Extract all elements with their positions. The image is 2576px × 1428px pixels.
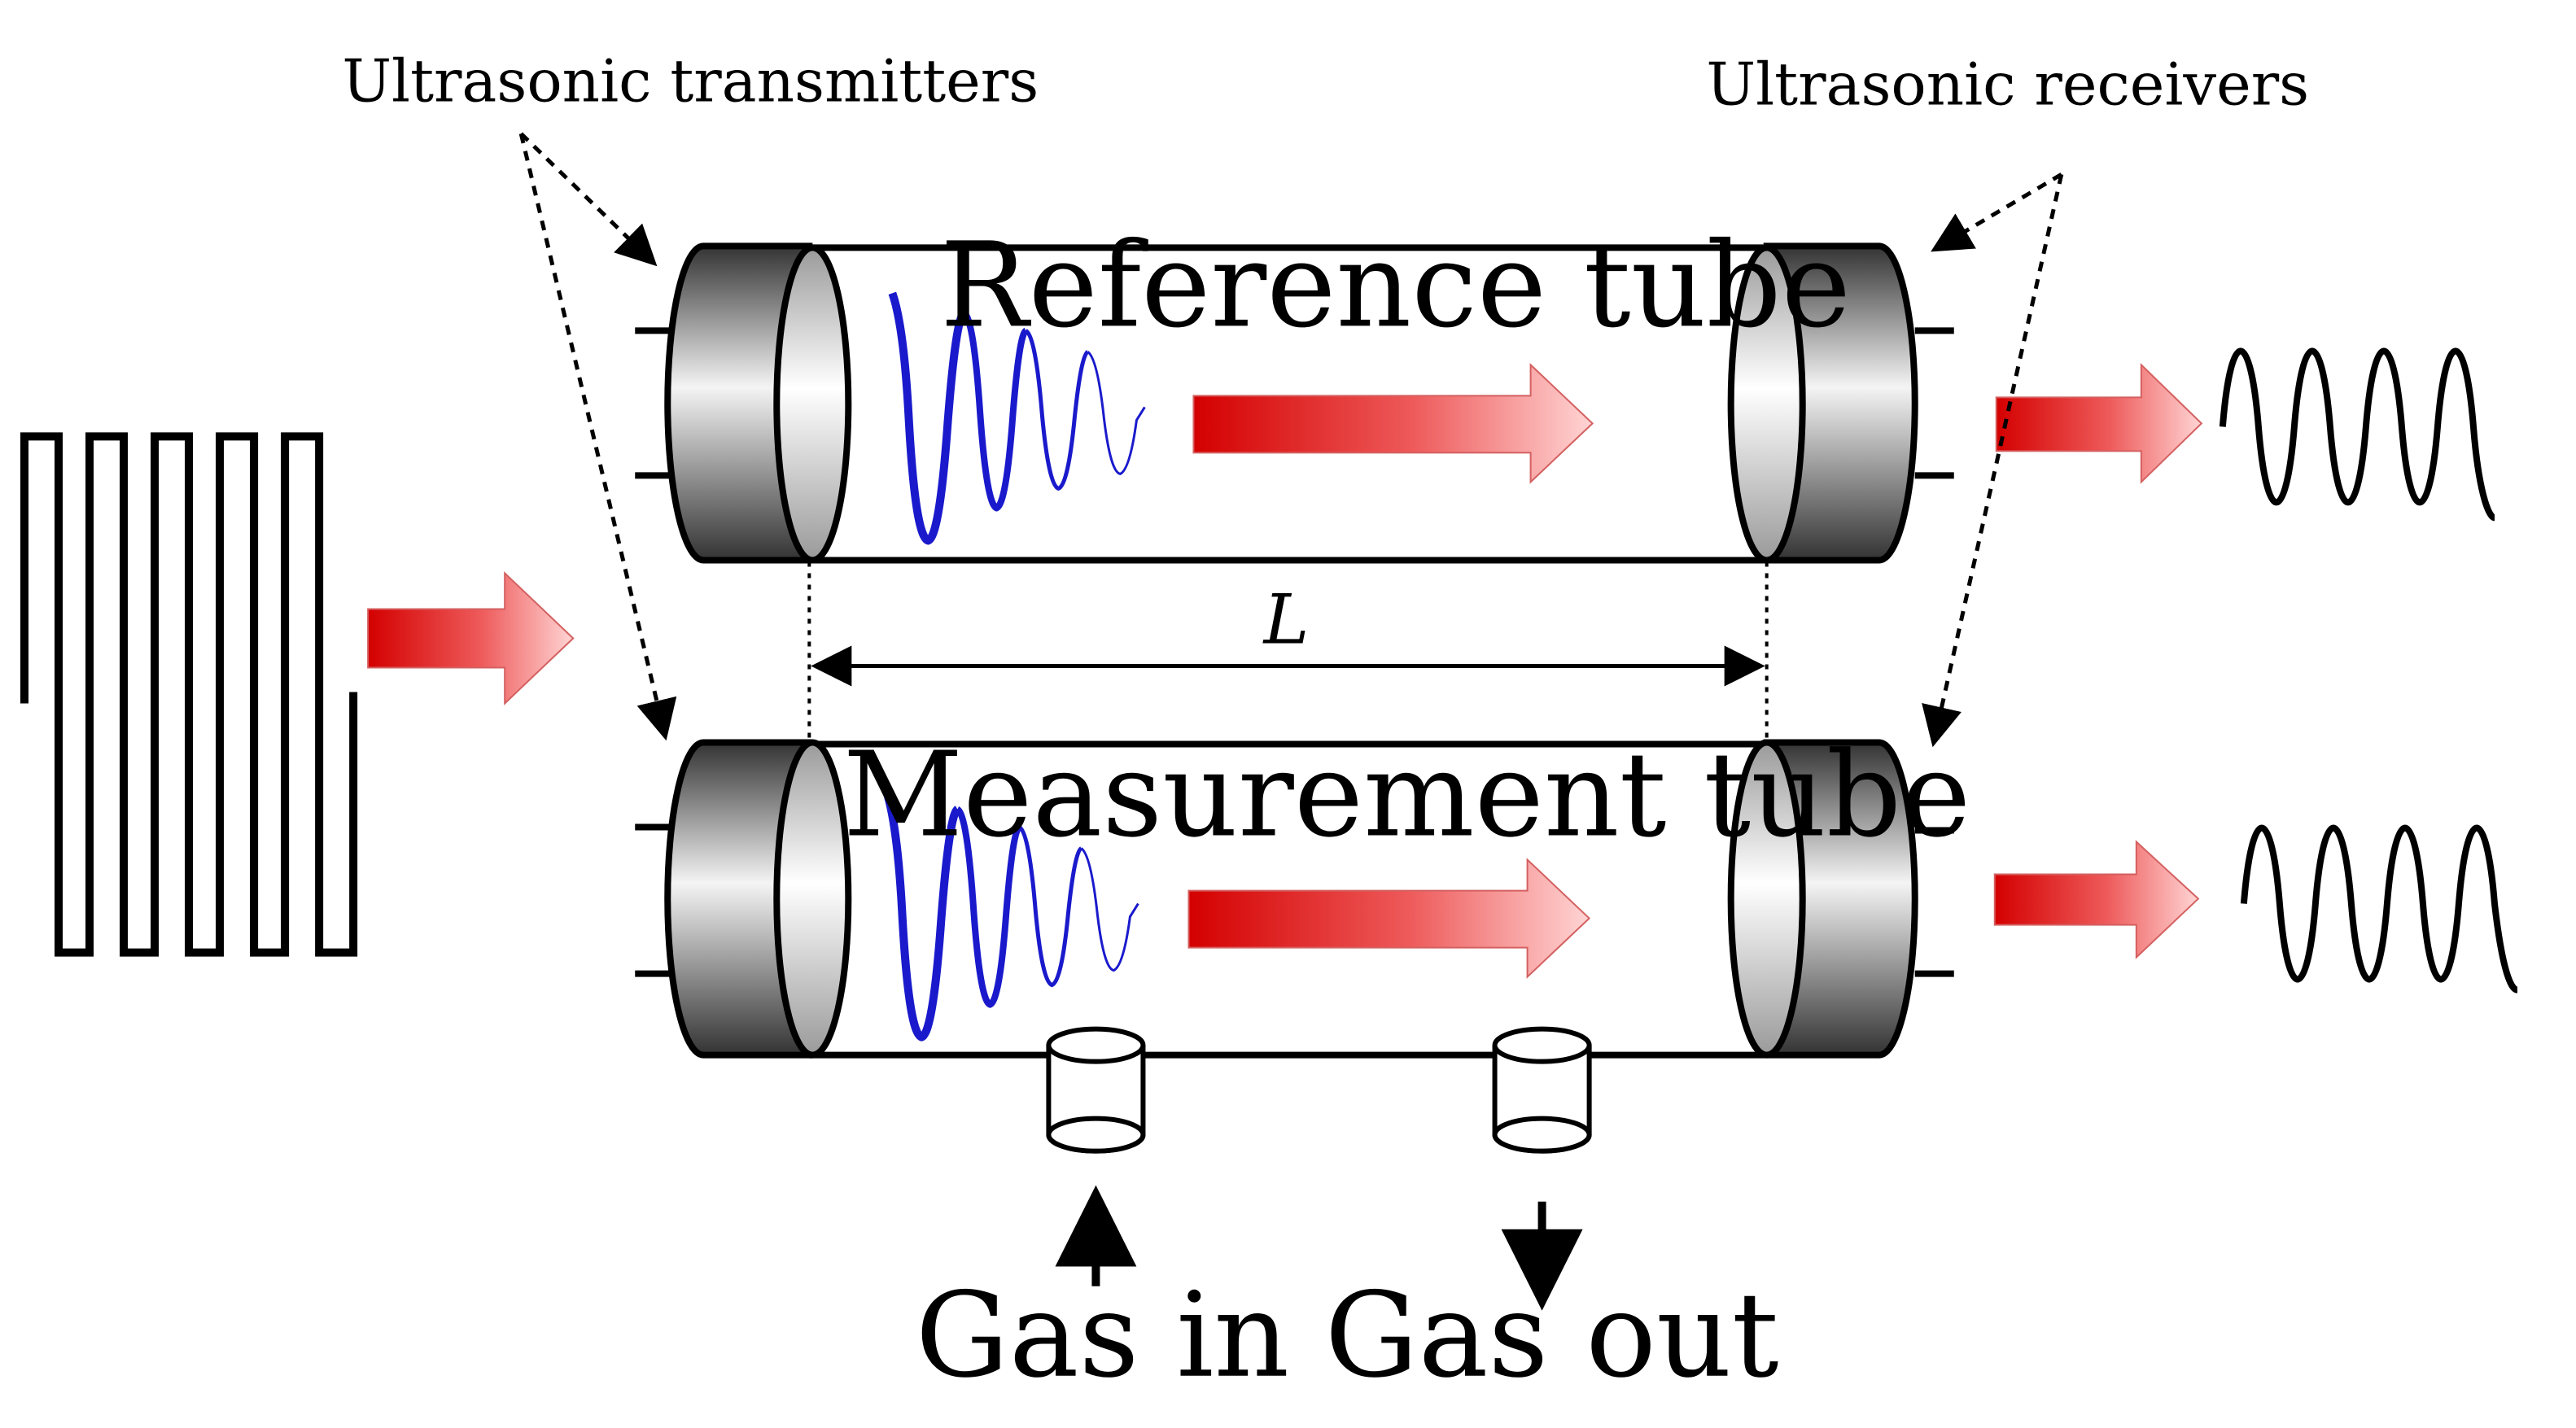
length-indicator: L: [807, 561, 1769, 745]
gas-out-label: Gas out: [1325, 1267, 1779, 1404]
length-label: L: [1262, 579, 1310, 659]
receiver-pointers: [1922, 172, 2064, 748]
measurement-flow-arrow-icon: [1187, 858, 1591, 979]
transmitter-pointers: [518, 132, 677, 741]
gas-out-port-icon: [1492, 1026, 1592, 1154]
reference-decaying-wave-icon: [888, 291, 1146, 545]
measurement-receiver-icon: [1727, 739, 1954, 1059]
reference-sine-wave-output-icon: [2219, 347, 2496, 522]
reference-tube-label: Reference tube: [940, 216, 1851, 353]
gas-in-label: Gas in: [916, 1267, 1289, 1404]
receivers-label: Ultrasonic receivers: [1706, 50, 2309, 118]
input-flow-arrow-icon: [367, 571, 575, 705]
measurement-sine-wave-output-icon: [2240, 824, 2519, 993]
measurement-tube: Measurement tube Gas in Gas out: [635, 727, 1970, 1404]
square-wave-input-icon: [20, 432, 358, 957]
transmitters-label: Ultrasonic transmitters: [342, 46, 1039, 115]
reference-output-arrow-icon: [1995, 362, 2203, 484]
measurement-decaying-wave-icon: [881, 788, 1139, 1042]
reference-flow-arrow-icon: [1192, 363, 1594, 484]
measurement-transmitter-icon: [635, 739, 852, 1059]
gas-in-port-icon: [1046, 1026, 1146, 1154]
reference-tube: Reference tube: [635, 216, 1954, 564]
measurement-tube-label: Measurement tube: [843, 727, 1971, 863]
reference-transmitter-icon: [635, 242, 852, 564]
reference-receiver-icon: [1727, 242, 1954, 564]
measurement-output-arrow-icon: [1993, 840, 2200, 959]
